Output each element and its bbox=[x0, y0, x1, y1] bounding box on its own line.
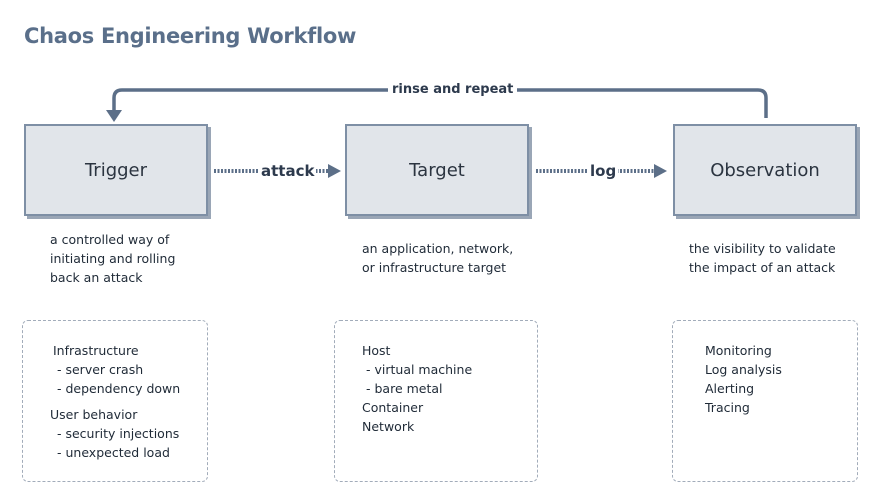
panel-item: Log analysis bbox=[705, 362, 782, 377]
panel-item: - bare metal bbox=[366, 381, 443, 396]
target-examples-panel: Host - virtual machine - bare metal Cont… bbox=[334, 320, 538, 482]
stage-trigger: Trigger bbox=[24, 124, 208, 216]
trigger-examples-panel: Infrastructure - server crash - dependen… bbox=[22, 320, 208, 482]
panel-item: Container bbox=[362, 400, 424, 415]
panel-item: Alerting bbox=[705, 381, 755, 396]
target-description: an application, network, or infrastructu… bbox=[362, 239, 513, 277]
panel-item: - security injections bbox=[57, 426, 180, 441]
stage-observation-name: Observation bbox=[710, 159, 820, 181]
description-line: the impact of an attack bbox=[689, 260, 836, 275]
panel-item: Network bbox=[362, 419, 415, 434]
description-line: or infrastructure target bbox=[362, 260, 507, 275]
description-line: initiating and rolling bbox=[50, 251, 176, 266]
log-label: log bbox=[588, 162, 619, 180]
diagram-title: Chaos Engineering Workflow bbox=[24, 24, 357, 48]
panel-item: - dependency down bbox=[57, 381, 181, 396]
trigger-description: a controlled way of initiating and rolli… bbox=[50, 230, 175, 287]
description-line: a controlled way of bbox=[50, 232, 170, 247]
attack-label: attack bbox=[259, 162, 317, 180]
stage-trigger-name: Trigger bbox=[84, 159, 148, 181]
description-line: the visibility to validate bbox=[689, 241, 836, 256]
panel-item: Host bbox=[362, 343, 391, 358]
panel-item: - server crash bbox=[57, 362, 144, 377]
panel-item: Monitoring bbox=[705, 343, 772, 358]
panel-item: - unexpected load bbox=[57, 445, 170, 460]
panel-heading: Infrastructure bbox=[53, 343, 139, 358]
observation-examples-panel: Monitoring Log analysis Alerting Tracing bbox=[672, 320, 858, 482]
observation-description: the visibility to validate the impact of… bbox=[689, 239, 836, 277]
log-arrowhead bbox=[654, 164, 667, 178]
panel-item: - virtual machine bbox=[366, 362, 473, 377]
stage-target-name: Target bbox=[409, 159, 465, 181]
panel-heading: User behavior bbox=[50, 407, 138, 422]
description-line: an application, network, bbox=[362, 241, 514, 256]
stage-observation: Observation bbox=[673, 124, 857, 216]
attack-arrowhead bbox=[328, 164, 341, 178]
description-line: back an attack bbox=[50, 270, 143, 285]
rinse-repeat-arrowhead bbox=[106, 110, 122, 122]
stage-target: Target bbox=[345, 124, 529, 216]
panel-item: Tracing bbox=[705, 400, 750, 415]
loop-label: rinse and repeat bbox=[388, 82, 518, 97]
